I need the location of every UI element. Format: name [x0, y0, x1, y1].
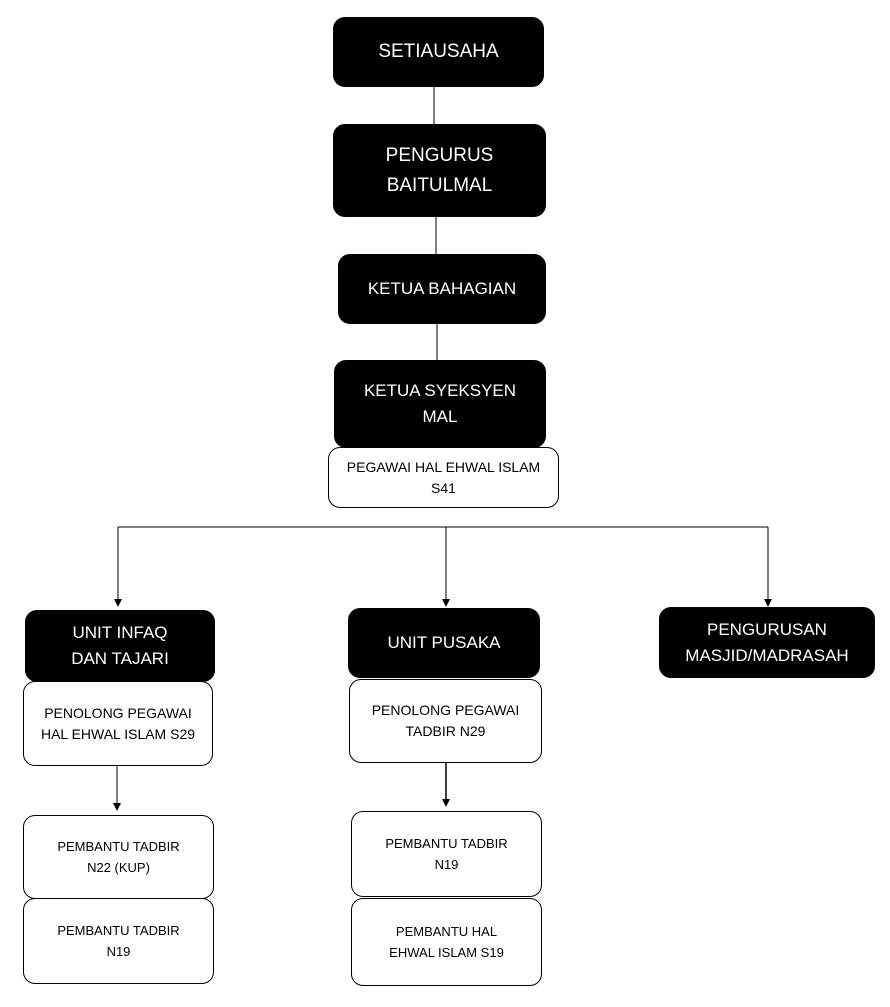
node-pengurusan-masjid-madrasah-label: PENGURUSAN MASJID/MADRASAH — [685, 619, 849, 665]
node-pegawai-hal-ehwal-islam-s41: PEGAWAI HAL EHWAL ISLAM S41 — [328, 447, 559, 508]
node-pembantu-tadbir-n19-pusaka-label: PEMBANTU TADBIR N19 — [385, 836, 508, 872]
node-pembantu-tadbir-n19-infaq-label: PEMBANTU TADBIR N19 — [57, 923, 180, 959]
node-ketua-syeksyen-mal-label: KETUA SYEKSYEN MAL — [363, 381, 517, 426]
node-unit-pusaka: UNIT PUSAKA — [348, 608, 540, 678]
node-pembantu-tadbir-n19-infaq: PEMBANTU TADBIR N19 — [23, 898, 214, 984]
node-pembantu-hal-ehwal-islam-s19: PEMBANTU HAL EHWAL ISLAM S19 — [351, 898, 542, 986]
node-ketua-bahagian-label: KETUA BAHAGIAN — [367, 279, 517, 298]
node-unit-infaq-dan-tajari: UNIT INFAQ DAN TAJARI — [25, 610, 215, 682]
node-pembantu-tadbir-n19-pusaka: PEMBANTU TADBIR N19 — [351, 811, 542, 897]
node-pembantu-tadbir-n22-kup-label: PEMBANTU TADBIR N22 (KUP) — [57, 839, 180, 875]
node-pembantu-hal-ehwal-islam-s19-label: PEMBANTU HAL EHWAL ISLAM S19 — [389, 924, 504, 960]
node-setiausaha-label: SETIAUSAHA — [378, 41, 499, 62]
node-pengurus-baitulmal-label: PENGURUS BAITULMAL — [385, 144, 494, 196]
node-unit-infaq-dan-tajari-label: UNIT INFAQ DAN TAJARI — [71, 623, 169, 668]
node-penolong-pegawai-tadbir-n29-label: PENOLONG PEGAWAI TADBIR N29 — [371, 702, 520, 739]
node-pengurusan-masjid-madrasah: PENGURUSAN MASJID/MADRASAH — [659, 607, 875, 678]
node-penolong-pegawai-tadbir-n29: PENOLONG PEGAWAI TADBIR N29 — [349, 679, 542, 763]
node-penolong-pegawai-hal-ehwal-islam-s29: PENOLONG PEGAWAI HAL EHWAL ISLAM S29 — [23, 681, 213, 766]
node-penolong-pegawai-hal-ehwal-islam-s29-label: PENOLONG PEGAWAI HAL EHWAL ISLAM S29 — [40, 704, 196, 742]
node-pegawai-hal-ehwal-islam-s41-label: PEGAWAI HAL EHWAL ISLAM S41 — [346, 458, 541, 496]
node-setiausaha: SETIAUSAHA — [333, 17, 544, 87]
node-pembantu-tadbir-n22-kup: PEMBANTU TADBIR N22 (KUP) — [23, 815, 214, 899]
node-ketua-bahagian: KETUA BAHAGIAN — [338, 254, 546, 324]
node-ketua-syeksyen-mal: KETUA SYEKSYEN MAL — [334, 360, 546, 448]
node-unit-pusaka-label: UNIT PUSAKA — [387, 633, 501, 652]
node-pengurus-baitulmal: PENGURUS BAITULMAL — [333, 124, 546, 217]
